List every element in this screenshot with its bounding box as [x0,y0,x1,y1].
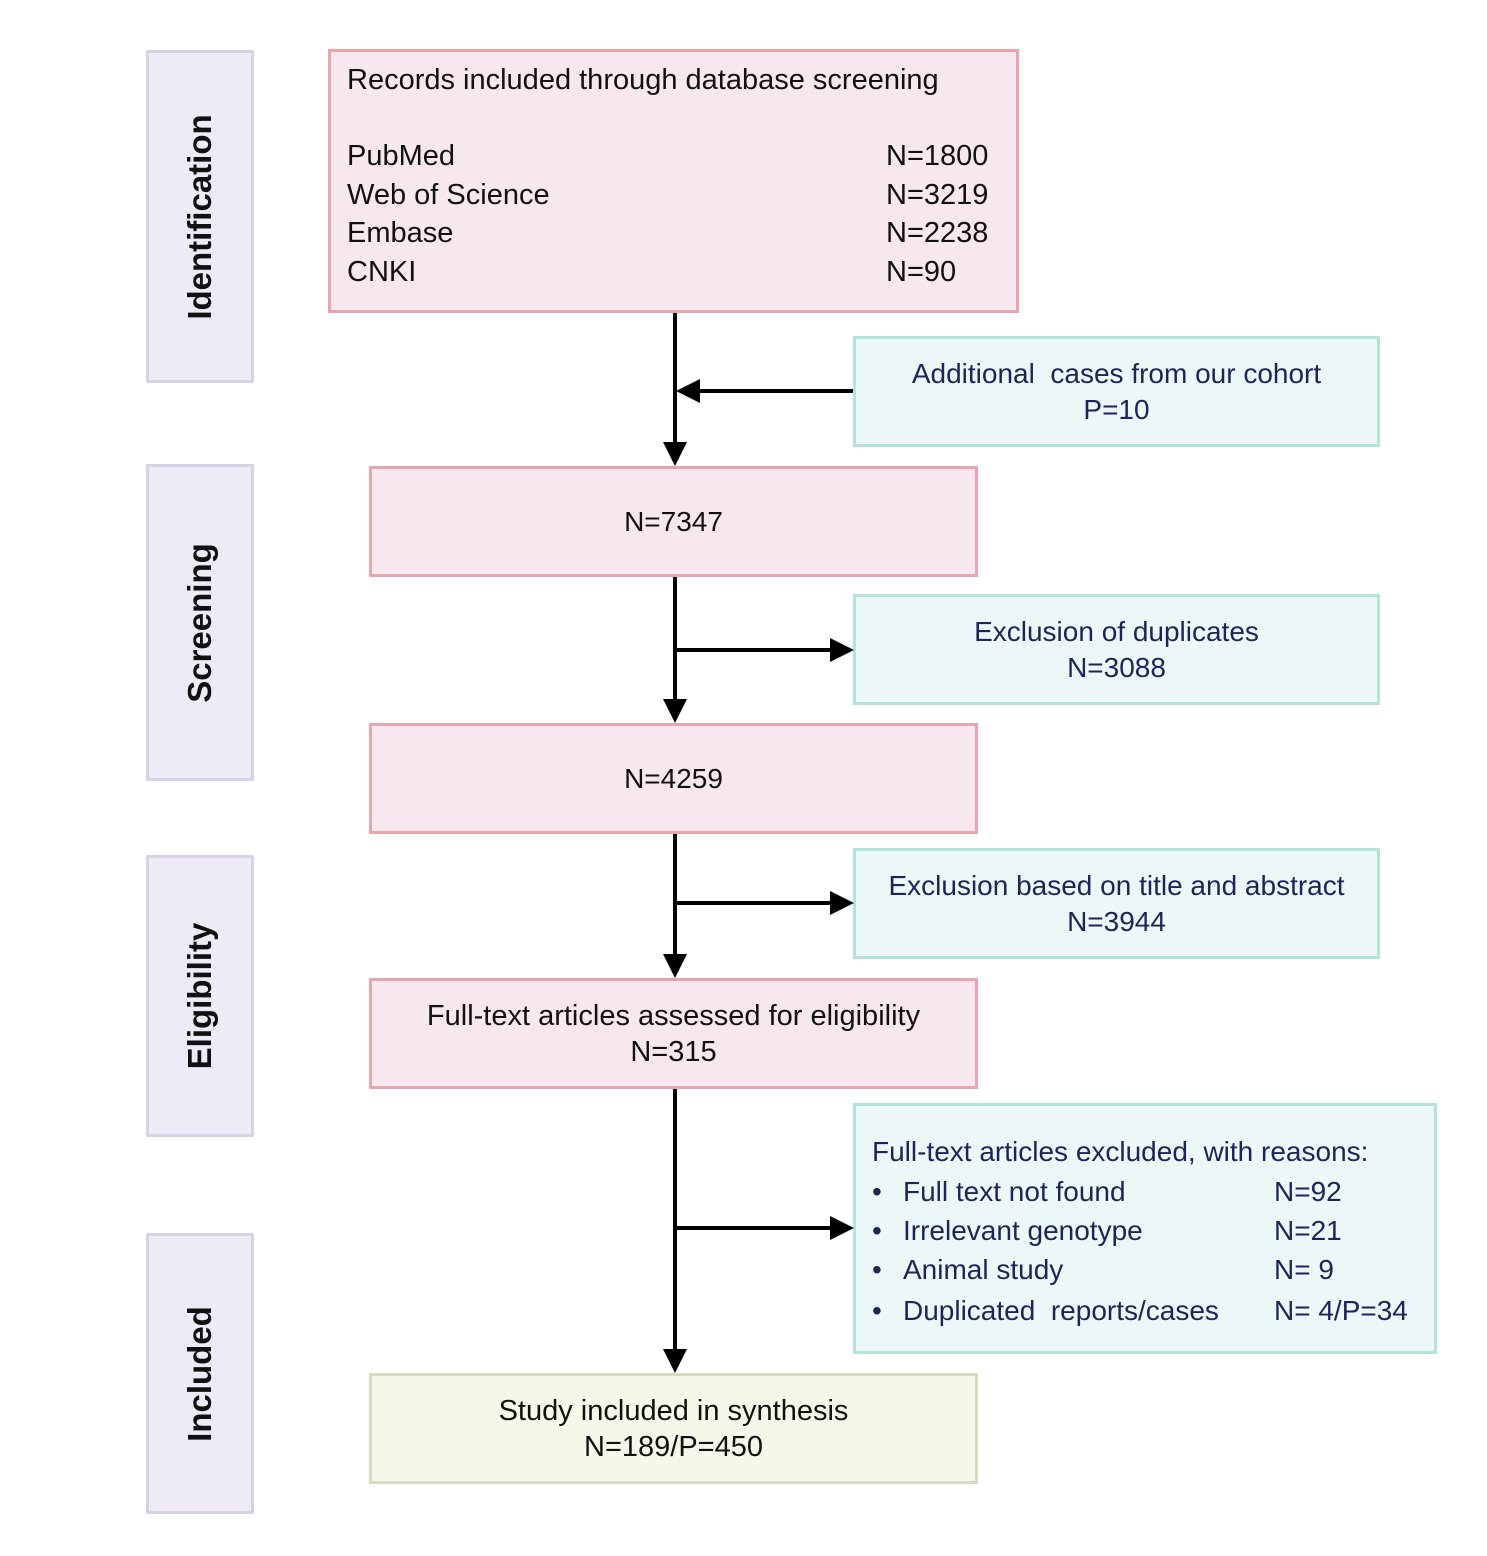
fulltext-line1: Full-text articles assessed for eligibil… [426,999,921,1032]
duplicates-line1: Exclusion of duplicates [974,615,1259,647]
db-embase-count: N=2238 [886,217,989,249]
records-title: Records included through database screen… [347,64,939,96]
excluded-box: Full-text articles excluded, with reason… [853,1103,1437,1354]
db-wos-count: N=3219 [886,179,989,211]
reason-bullet: • [872,1295,882,1326]
reason-label: Irrelevant genotype [903,1215,1143,1246]
reason-count: N= 9 [1274,1254,1334,1285]
reason-bullet: • [872,1254,882,1285]
reason-count: N=21 [1274,1215,1342,1246]
additional-cases-line2: P=10 [1083,393,1150,425]
reason-bullet: • [872,1176,882,1207]
arrowhead [663,1349,687,1373]
db-pubmed-name: PubMed [347,140,456,172]
included-line2: N=189/P=450 [584,1430,763,1463]
arrowhead [830,1216,854,1240]
records-box: Records included through database screen… [328,49,1019,313]
db-embase-name: Embase [347,217,454,249]
reason-label: Duplicated reports/cases [903,1295,1219,1326]
after-duplicates-box: N=4259 [369,723,978,834]
reason-label: Full text not found [903,1176,1126,1207]
arrowhead [663,442,687,466]
arrowhead [663,699,687,723]
fulltext-line2: N=315 [630,1035,717,1068]
included-line1: Study included in synthesis [498,1394,849,1427]
arrowhead [830,638,854,662]
stage-eligibility: Eligibility [146,855,254,1137]
db-cnki-name: CNKI [347,256,417,288]
title-abstract-line1: Exclusion based on title and abstract [888,869,1345,901]
after-duplicates-count: N=4259 [624,762,723,794]
reason-label: Animal study [903,1254,1064,1285]
screening-count: N=7347 [624,505,723,537]
arrowhead [676,379,700,403]
stage-included: Included [146,1233,254,1514]
db-pubmed-count: N=1800 [886,140,989,172]
additional-cases-box: Additional cases from our cohort P=10 [853,336,1380,447]
db-wos-name: Web of Science [347,179,550,211]
fulltext-box: Full-text articles assessed for eligibil… [369,978,978,1089]
reason-count: N= 4/P=34 [1274,1295,1408,1326]
arrowhead [663,954,687,978]
db-cnki-count: N=90 [886,256,957,288]
reason-bullet: • [872,1215,882,1246]
title-abstract-line2: N=3944 [1067,905,1166,937]
duplicates-line2: N=3088 [1067,651,1166,683]
duplicates-box: Exclusion of duplicates N=3088 [853,594,1380,705]
screening-box: N=7347 [369,466,978,577]
stage-screening: Screening [146,464,254,781]
reason-count: N=92 [1274,1176,1342,1207]
excluded-title: Full-text articles excluded, with reason… [872,1136,1369,1167]
additional-cases-line1: Additional cases from our cohort [911,357,1322,389]
arrowhead [830,891,854,915]
stage-identification: Identification [146,50,254,383]
included-box: Study included in synthesis N=189/P=450 [369,1373,978,1484]
title-abstract-box: Exclusion based on title and abstract N=… [853,848,1380,959]
